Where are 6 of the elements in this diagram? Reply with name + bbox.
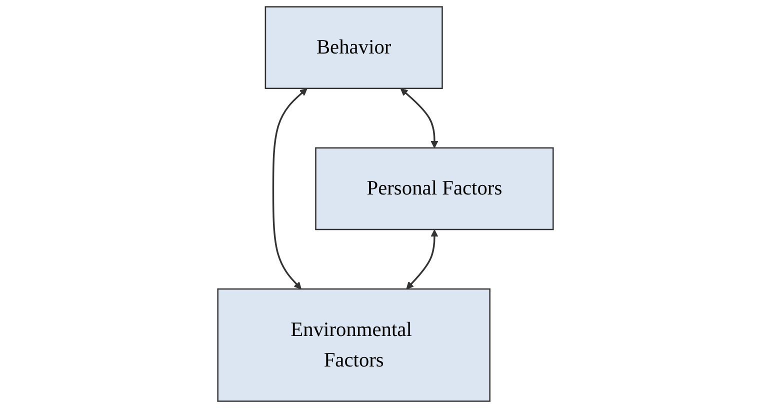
node-box: Behavior [264, 6, 443, 90]
arrow [406, 230, 438, 290]
arrow [272, 88, 308, 290]
arrow [400, 88, 438, 148]
node-box: Environmental Factors [217, 288, 490, 402]
node-box: Personal Factors [315, 147, 554, 230]
